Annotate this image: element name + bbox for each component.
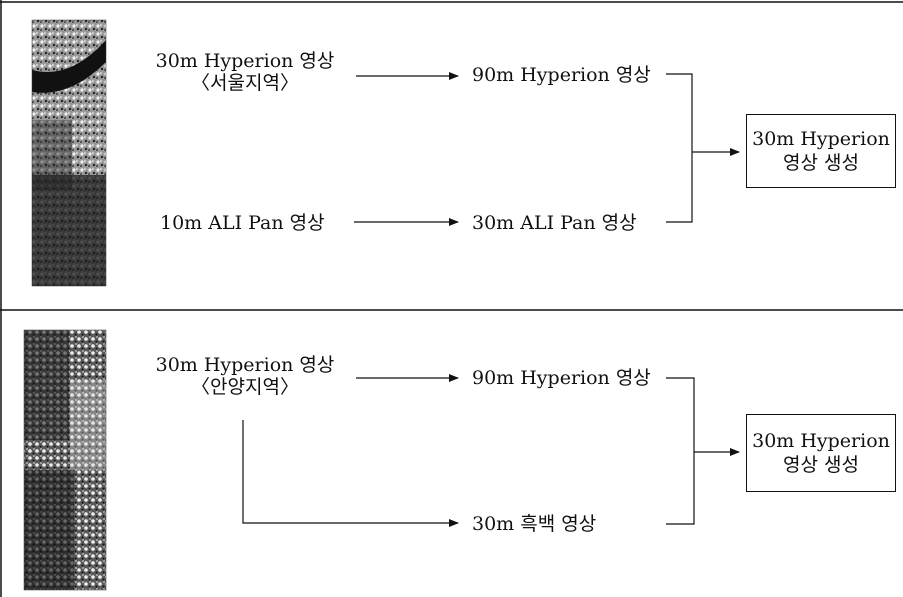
- top-source-region: 〈서울지역〉: [140, 72, 350, 94]
- top-mid-top-label: 90m Hyperion 영상: [472, 64, 651, 86]
- top-second-label: 10m ALI Pan 영상: [160, 212, 325, 234]
- bottom-output-box: 30m Hyperion 영상 생성: [746, 414, 896, 492]
- bottom-output-line2: 영상 생성: [783, 453, 859, 477]
- bottom-output-line1: 30m Hyperion: [752, 429, 890, 453]
- bottom-source-branch-line: [243, 420, 458, 523]
- top-source-block: 30m Hyperion 영상 〈서울지역〉: [140, 50, 350, 94]
- top-output-box: 30m Hyperion 영상 생성: [746, 114, 896, 188]
- top-output-line1: 30m Hyperion: [752, 127, 890, 151]
- seoul-satellite-image: [32, 20, 106, 286]
- top-source-label: 30m Hyperion 영상: [140, 50, 350, 72]
- bottom-source-block: 30m Hyperion 영상 〈안양지역〉: [140, 354, 350, 398]
- top-mid-bottom-label: 30m ALI Pan 영상: [472, 212, 637, 234]
- bottom-mid-top-label: 90m Hyperion 영상: [472, 367, 651, 389]
- top-output-line2: 영상 생성: [783, 151, 859, 175]
- top-merge-bracket: [666, 74, 692, 222]
- anyang-satellite-image: [24, 330, 106, 590]
- bottom-merge-bracket: [666, 378, 694, 524]
- bottom-mid-bottom-label: 30m 흑백 영상: [472, 513, 596, 535]
- bottom-source-label: 30m Hyperion 영상: [140, 354, 350, 376]
- bottom-source-region: 〈안양지역〉: [140, 376, 350, 398]
